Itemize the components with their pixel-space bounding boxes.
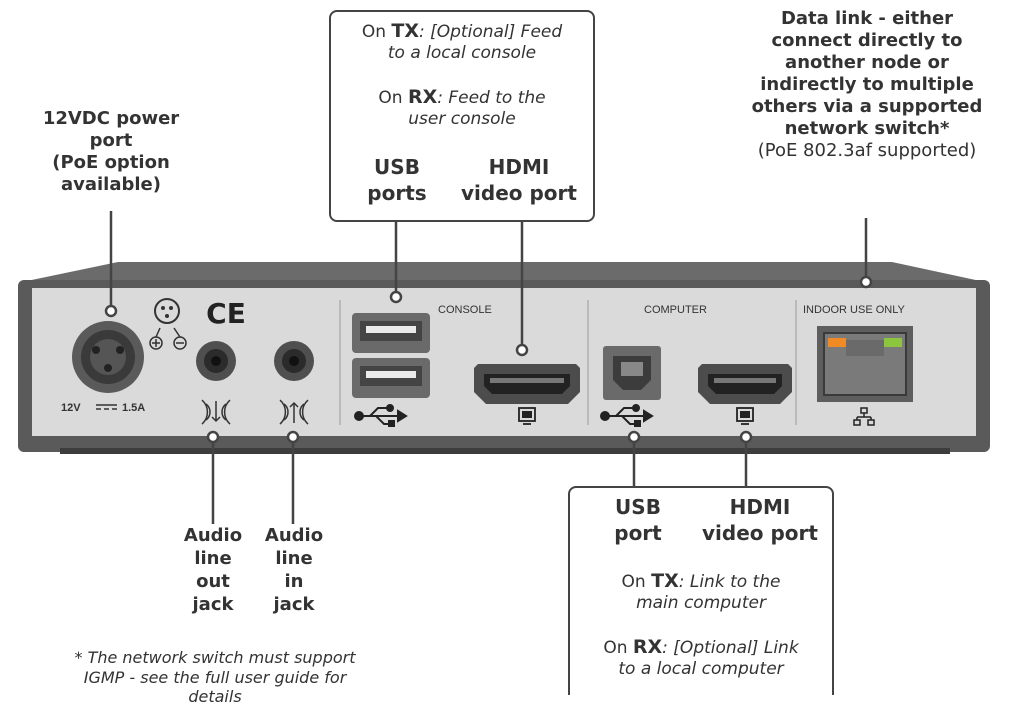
computer-hdmi-port-title: HDMI video port [702, 495, 818, 545]
monitor-symbol-icon [518, 407, 536, 425]
computer-tx-note: On TX: Link to the main computer [621, 570, 781, 614]
power-port-callout: 12VDC power port (PoE option available) [42, 108, 180, 195]
chassis-base [60, 448, 950, 454]
console-hdmi-port-title: HDMI video port [461, 155, 577, 205]
network-symbol-icon [853, 407, 875, 426]
footnote: * The network switch must support IGMP -… [74, 648, 356, 707]
chassis-top [22, 262, 985, 282]
computer-hdmi-port-icon [698, 364, 792, 404]
audio-out-jack-icon [196, 341, 236, 381]
ce-mark: CE [206, 297, 246, 330]
audio-in-callout: Audio line in jack [264, 525, 324, 616]
power-connector-icon [72, 321, 144, 393]
power-rating-voltage: 12V [61, 402, 81, 414]
computer-rx-note: On RX: [Optional] Link to a local comput… [603, 636, 799, 680]
audio-out-symbol-icon [201, 399, 231, 425]
ethernet-port-icon [817, 326, 913, 402]
polarity-icon [149, 298, 187, 350]
audio-in-symbol-icon [279, 399, 309, 425]
usb-symbol-icon [354, 404, 408, 427]
callout-leaders [104, 211, 873, 524]
indoor-use-label: INDOOR USE ONLY [803, 304, 905, 316]
console-section-label: CONSOLE [438, 304, 492, 316]
computer-section-label: COMPUTER [644, 304, 707, 316]
console-hdmi-port-icon [474, 364, 580, 404]
console-usb-ports-title: USB ports [367, 155, 427, 205]
monitor-symbol-icon [736, 407, 754, 425]
computer-ports-callout-box: USB port HDMI video port On TX: Link to … [568, 486, 834, 695]
usb-symbol-icon [600, 404, 654, 427]
computer-usb-b-port-icon [603, 346, 661, 400]
console-ports-callout-box: On TX: [Optional] Feed to a local consol… [329, 10, 595, 222]
power-rating-current: 1.5A [122, 402, 146, 414]
console-usb-port-1-icon [352, 313, 430, 353]
dc-symbol-icon [96, 404, 117, 410]
audio-out-callout: Audio line out jack [183, 525, 243, 616]
audio-in-jack-icon [274, 341, 314, 381]
console-tx-note: On TX: [Optional] Feed to a local consol… [361, 20, 563, 64]
console-rx-note: On RX: Feed to the user console [378, 86, 546, 130]
console-usb-port-2-icon [352, 358, 430, 398]
computer-usb-port-title: USB port [614, 495, 662, 545]
data-link-callout: Data link - either connect directly to a… [751, 8, 983, 161]
